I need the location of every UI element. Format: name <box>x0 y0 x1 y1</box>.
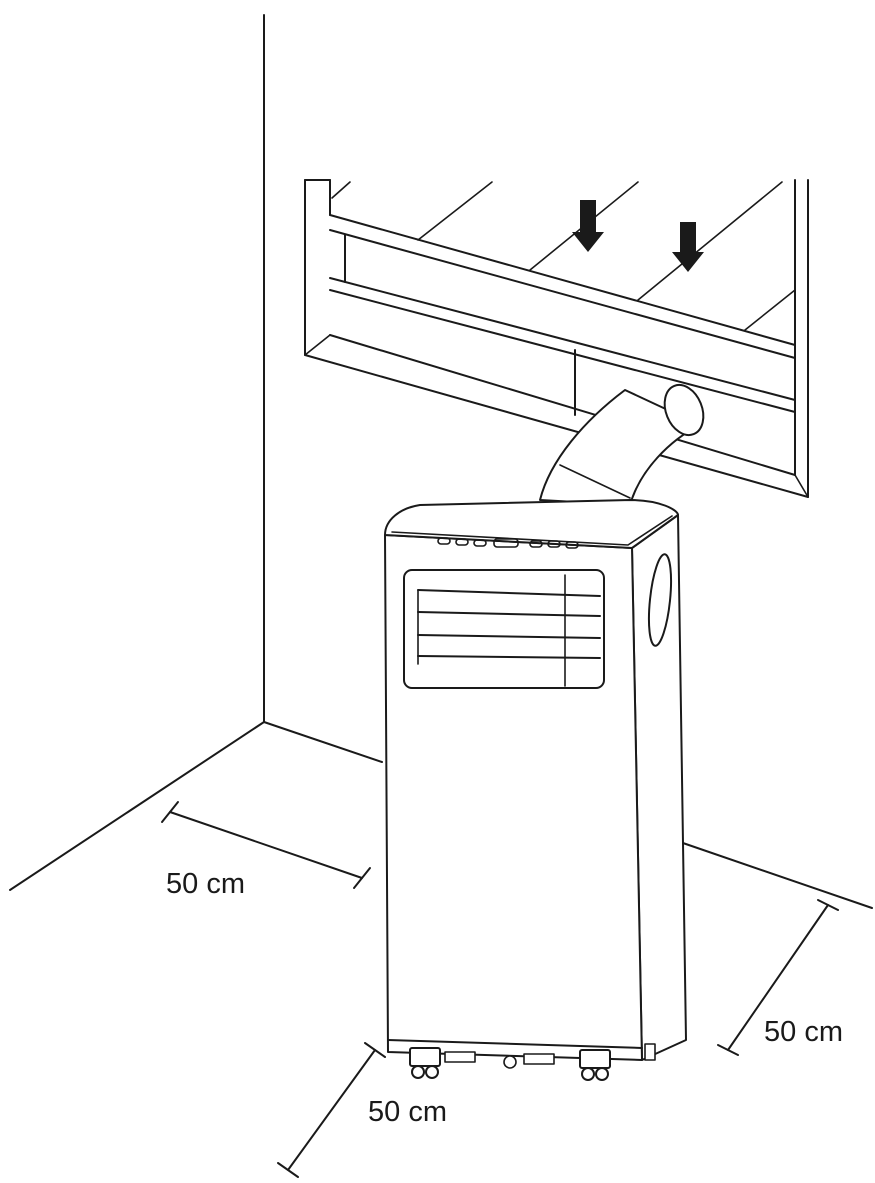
control-panel <box>437 537 579 549</box>
air-outlet-louvers <box>403 569 605 689</box>
down-arrow-icon <box>672 222 704 272</box>
window-frame <box>304 179 809 498</box>
front-clearance-label: 50 cm <box>368 1096 447 1128</box>
exhaust-hose <box>539 383 705 506</box>
glass-reflections <box>331 181 796 331</box>
base-wheels <box>409 1043 656 1081</box>
dimension-left <box>161 801 371 889</box>
dimension-front <box>277 1042 386 1178</box>
right-clearance-label: 50 cm <box>764 1016 843 1048</box>
left-clearance-label: 50 cm <box>166 868 245 900</box>
down-arrow-icon <box>572 200 604 252</box>
room-walls <box>9 14 873 909</box>
dimension-right <box>717 899 839 1056</box>
